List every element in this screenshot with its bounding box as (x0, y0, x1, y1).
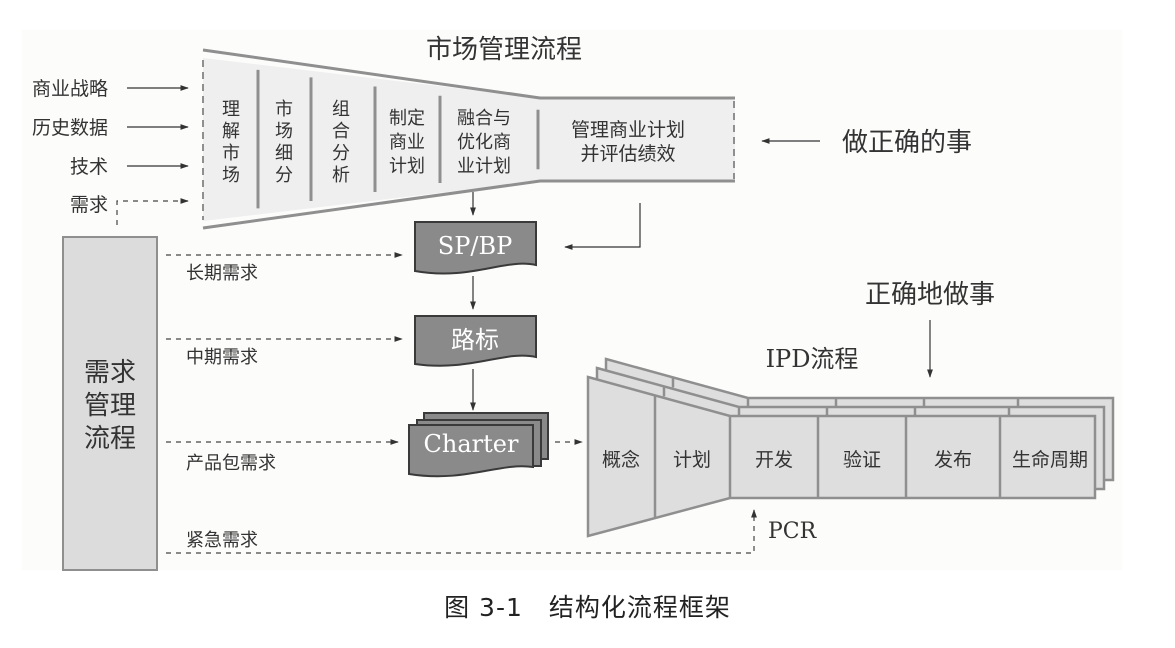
market-step-dividers (256, 69, 540, 209)
do-right-things-label: 做正确的事 (842, 128, 972, 158)
market-step-label: 市 (275, 99, 293, 120)
requirements-title-line: 流程 (84, 424, 136, 454)
market-step-label: 商业 (389, 132, 425, 153)
ipd-title: IPD流程 (766, 345, 859, 373)
charter-label: Charter (424, 430, 519, 458)
roadmap-label: 路标 (451, 326, 499, 354)
ipd-phase-label: 发布 (934, 449, 972, 471)
market-input-label: 历史数据 (32, 117, 108, 139)
artifacts: SP/BP 路标 Charter (408, 221, 583, 478)
market-step-label: 场 (275, 121, 293, 142)
market-funnel-bottom-edge (202, 179, 735, 230)
market-input: 需求 (70, 194, 108, 216)
figure-number: 图 3-1 (444, 593, 523, 622)
roadmap-document-shape (414, 315, 537, 367)
market-step-label: 分 (275, 165, 293, 186)
ipd-process: IPD流程 正确地做事 概念 计划 开发 验证 发布 生命周期 PCR (166, 280, 1115, 554)
ipd-phase-label: 开发 (755, 449, 793, 471)
requirements-to-market-dashed (116, 198, 189, 225)
market-input: 技术 (70, 156, 189, 178)
market-input: 商业战略 (32, 78, 189, 100)
spbp-document-shape (414, 221, 537, 275)
charter-document-shape (408, 424, 534, 478)
market-step-label: 融合与 (457, 108, 511, 129)
market-step-label: 业计划 (457, 156, 511, 177)
requirements-box (62, 236, 158, 571)
market-step-label: 细 (275, 143, 293, 164)
market-step-label: 管理商业计划 (571, 119, 685, 141)
evaluate-feedback-arrow (564, 203, 641, 250)
market-input: 历史数据 (32, 117, 189, 139)
figure-caption: 图 3-1 结构化流程框架 (0, 588, 1175, 624)
figure-title: 结构化流程框架 (548, 593, 731, 622)
ipd-phase-label: 验证 (843, 449, 881, 471)
market-step-label: 理 (222, 99, 240, 120)
market-funnel-top-edge (202, 48, 735, 100)
requirement-flow-label: 紧急需求 (186, 530, 258, 551)
market-step-label: 制定 (389, 108, 425, 129)
ipd-stacked-layers: 概念 计划 开发 验证 发布 生命周期 (586, 357, 1115, 538)
requirement-flow: 产品包需求 (166, 439, 399, 474)
market-step-label: 合 (332, 121, 350, 142)
ipd-phase-label: 计划 (673, 449, 711, 471)
ipd-front-layer (586, 375, 1097, 538)
market-process-title: 市场管理流程 (426, 35, 582, 65)
pcr-label: PCR (768, 519, 818, 544)
requirement-flow: 长期需求 (166, 252, 403, 284)
ipd-phases: 概念 计划 开发 验证 发布 生命周期 (602, 448, 1088, 471)
market-input-label: 商业战略 (32, 78, 108, 100)
requirements-title-line: 需求 (84, 358, 136, 388)
requirement-flow-label: 长期需求 (186, 263, 258, 284)
market-input-label: 技术 (70, 156, 108, 178)
requirement-flow: 紧急需求 (186, 530, 258, 551)
market-step-label: 计划 (389, 156, 425, 177)
market-step-label: 析 (332, 165, 350, 186)
market-management-process: 市场管理流程 理解市场市场细分组合分析制定商业计划融合与优化商业计划管理商业计划… (32, 35, 972, 250)
ipd-phase-label: 概念 (602, 448, 640, 471)
market-step-label: 组 (332, 99, 350, 120)
market-step-label: 分 (332, 143, 350, 164)
spbp-label: SP/BP (438, 232, 512, 260)
market-step-label: 优化商 (457, 132, 511, 153)
market-input-label: 需求 (70, 194, 108, 216)
requirement-flow-label: 产品包需求 (186, 453, 276, 474)
market-step-label: 解 (222, 121, 240, 142)
market-step-label: 市 (222, 143, 240, 164)
requirements-title-line: 管理 (84, 391, 136, 421)
market-step-label: 场 (222, 165, 240, 186)
ipd-phase-label: 生命周期 (1012, 449, 1088, 471)
requirement-flow-label: 中期需求 (186, 347, 258, 368)
market-step-label: 并评估绩效 (580, 143, 675, 165)
do-things-right-label: 正确地做事 (865, 280, 995, 310)
requirement-flow: 中期需求 (166, 336, 403, 368)
